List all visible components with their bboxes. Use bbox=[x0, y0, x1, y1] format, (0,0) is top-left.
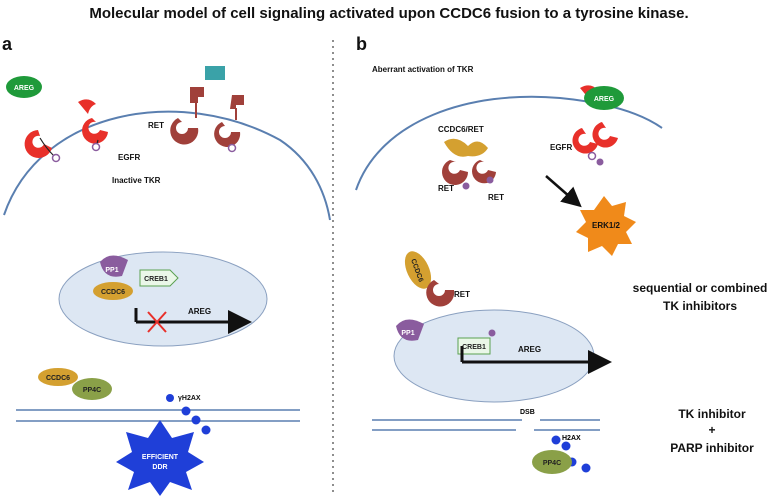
ret-label-b2: RET bbox=[488, 193, 504, 202]
creb1-b bbox=[457, 337, 491, 355]
egfr-phospho-b2 bbox=[596, 158, 604, 166]
egfr-phospho-2 bbox=[91, 142, 101, 152]
erk-activation-arrow bbox=[545, 175, 582, 208]
ccdc6-b-a bbox=[38, 368, 78, 386]
creb1-phospho bbox=[488, 329, 496, 337]
egfr-label-b: EGFR bbox=[550, 143, 572, 152]
h2ax-dot-2 bbox=[181, 406, 191, 416]
nucleus-a bbox=[58, 251, 268, 347]
efficient-ddr-star bbox=[116, 420, 204, 496]
ddr-label-1: EFFICIENT bbox=[142, 454, 179, 461]
cell-membrane-b bbox=[355, 95, 663, 191]
erk-star bbox=[576, 196, 636, 256]
aberrant-label: Aberrant activation of TKR bbox=[372, 65, 474, 74]
pp4c-label-a: PP4C bbox=[83, 387, 101, 394]
h2ax-b-dot-2 bbox=[561, 441, 571, 451]
ret-phospho-a bbox=[227, 143, 237, 153]
erk-label: ERK1/2 bbox=[592, 221, 621, 230]
areg-ligand-a bbox=[6, 76, 42, 98]
egfr-b-1 bbox=[572, 128, 598, 154]
inhibitor-text-1: sequential or combined bbox=[633, 281, 768, 295]
pp1-label-b: PP1 bbox=[401, 330, 414, 337]
areg-label-b: AREG bbox=[594, 96, 615, 103]
pp1-b bbox=[396, 319, 424, 341]
nucleus-b bbox=[393, 309, 595, 403]
egfr-receptor-2-top bbox=[78, 99, 96, 114]
egfr-receptor-1 bbox=[24, 130, 52, 158]
ccdc6-fusion bbox=[444, 138, 488, 157]
pp1-a bbox=[100, 255, 128, 277]
pp4c-a bbox=[72, 378, 112, 400]
ccdc6-ret-label: CCDC6/RET bbox=[438, 125, 484, 134]
ret-b-cyto bbox=[426, 280, 455, 307]
cell-membrane-a bbox=[3, 110, 331, 221]
tk-inhibitor-text: TK inhibitor bbox=[678, 407, 746, 421]
ddr-label-2: DDR bbox=[152, 464, 167, 471]
creb1-a bbox=[139, 269, 179, 287]
ccdc6-b bbox=[404, 251, 432, 289]
ret-label-b3: RET bbox=[454, 290, 470, 299]
ret-label-a: RET bbox=[148, 121, 164, 130]
h2ax-label-b: H2AX bbox=[562, 435, 581, 442]
ccdc6-b-label-a: CCDC6 bbox=[46, 375, 70, 382]
h2ax-dot-4 bbox=[201, 425, 211, 435]
figure-title: Molecular model of cell signaling activa… bbox=[89, 5, 688, 22]
egfr-tail-1 bbox=[39, 137, 55, 157]
dsb-label: DSB bbox=[520, 409, 535, 416]
ret-receptor-2-top bbox=[230, 95, 244, 109]
creb1-label-b: CREB1 bbox=[462, 344, 486, 351]
ret-label-b1: RET bbox=[438, 184, 454, 193]
h2ax-dot-3 bbox=[191, 415, 201, 425]
egfr-receptor-2 bbox=[82, 118, 108, 144]
creb1-label-a: CREB1 bbox=[144, 276, 168, 283]
ret-fusion-1 bbox=[442, 160, 468, 186]
inactive-tkr-label: Inactive TKR bbox=[112, 176, 161, 185]
h2ax-b-dot-1 bbox=[551, 435, 561, 445]
h2ax-dot-1 bbox=[166, 394, 174, 402]
egfr-b-2 bbox=[592, 122, 618, 148]
egfr-phospho-b1 bbox=[587, 151, 597, 161]
pp4c-label-b: PP4C bbox=[543, 460, 561, 467]
areg-gene-label-b: AREG bbox=[518, 345, 541, 354]
ret-phospho-b1 bbox=[462, 182, 470, 190]
plus-text: + bbox=[708, 423, 715, 437]
pp1-label-a: PP1 bbox=[105, 267, 118, 274]
block-x-2 bbox=[147, 311, 167, 333]
ret-receptor-2 bbox=[214, 122, 241, 147]
parp-inhibitor-text: PARP inhibitor bbox=[670, 441, 754, 455]
h2ax-b-dot-4 bbox=[581, 463, 591, 473]
h2ax-label-a: γH2AX bbox=[178, 395, 201, 402]
egfr-label-a: EGFR bbox=[118, 153, 140, 162]
egfr-phospho-1 bbox=[51, 153, 61, 163]
ccdc6-label-a: CCDC6 bbox=[101, 289, 125, 296]
ret-receptor-1-top bbox=[190, 87, 204, 103]
areg-ligand-b bbox=[584, 86, 624, 110]
ccdc6-a bbox=[93, 282, 133, 300]
inhibitor-text-2: TK inhibitors bbox=[663, 299, 737, 313]
ret-receptor-1 bbox=[170, 118, 199, 145]
ret-ligand bbox=[205, 66, 225, 80]
pp4c-b bbox=[532, 450, 572, 474]
panel-a-label: a bbox=[2, 34, 13, 54]
panel-b-label: b bbox=[356, 34, 367, 54]
areg-gene-label-a: AREG bbox=[188, 307, 211, 316]
areg-label-a: AREG bbox=[14, 85, 35, 92]
ret-phospho-b2 bbox=[486, 176, 494, 184]
